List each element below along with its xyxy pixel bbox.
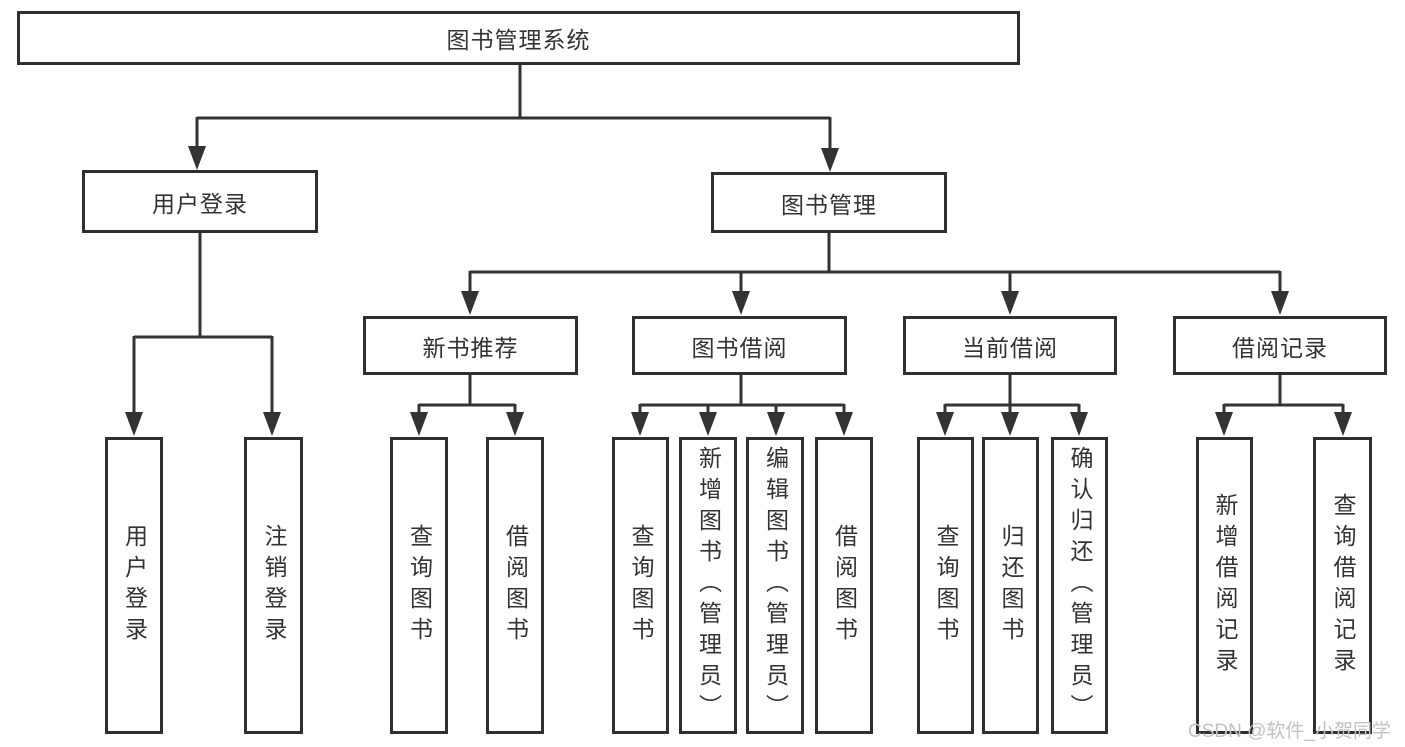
leaf-query-books-2: 查询图书 (612, 437, 669, 734)
edge-new-book-rec-children (410, 375, 524, 436)
leaf-add-book-admin: 新增图书（管理员） (679, 437, 737, 734)
leaf-user-login: 用户登录 (105, 437, 163, 734)
arrow-down-icon (1334, 412, 1352, 436)
node-borrow-records: 借阅记录 (1173, 316, 1387, 375)
arrow-down-icon (821, 148, 839, 172)
node-label: 查询借阅记录 (1330, 492, 1356, 679)
node-label: 查询图书 (406, 523, 433, 648)
arrow-down-icon (631, 412, 649, 436)
leaf-borrow-books-2: 借阅图书 (815, 437, 873, 734)
node-label: 借阅记录 (1232, 334, 1328, 361)
arrow-down-icon (936, 412, 954, 436)
arrow-down-icon (188, 146, 206, 170)
node-label: 查询图书 (628, 523, 654, 648)
node-label: 注销登录 (261, 523, 287, 648)
node-root: 图书管理系统 (17, 11, 1020, 65)
csdn-watermark: CSDN @软件_小贺同学 (1188, 721, 1391, 742)
node-label: 当前借阅 (962, 334, 1058, 361)
edge-root-to-level2 (188, 65, 839, 172)
node-label: 图书管理系统 (446, 27, 591, 53)
node-label: 归还图书 (998, 523, 1024, 648)
node-label: 图书管理 (781, 191, 877, 218)
node-label: 用户登录 (121, 523, 148, 648)
node-label: 确认归还（管理员） (1067, 446, 1093, 725)
arrow-down-icon (410, 412, 428, 436)
edge-book-mgmt-children (461, 233, 1289, 315)
edge-book-borrow-children (631, 375, 853, 436)
arrow-down-icon (461, 291, 479, 315)
arrow-down-icon (767, 412, 785, 436)
leaf-edit-book-admin: 编辑图书（管理员） (746, 437, 804, 734)
node-label: 用户登录 (152, 190, 248, 217)
arrow-down-icon (1215, 412, 1233, 436)
leaf-query-books-1: 查询图书 (390, 437, 448, 734)
node-book-borrow: 图书借阅 (632, 316, 847, 375)
arrow-down-icon (732, 291, 750, 315)
arrow-down-icon (835, 412, 853, 436)
leaf-logout: 注销登录 (244, 437, 303, 734)
node-book-mgmt: 图书管理 (711, 172, 947, 233)
leaf-query-borrow-record: 查询借阅记录 (1313, 437, 1372, 734)
edge-current-borrow-children (936, 375, 1088, 436)
node-current-borrow: 当前借阅 (903, 316, 1117, 375)
arrow-down-icon (1271, 291, 1289, 315)
arrow-down-icon (125, 412, 143, 436)
node-new-book-rec: 新书推荐 (363, 316, 578, 375)
node-label: 图书借阅 (691, 334, 788, 361)
node-label: 借阅图书 (502, 523, 529, 648)
edge-borrow-records-children (1215, 375, 1352, 436)
leaf-add-borrow-record: 新增借阅记录 (1196, 437, 1253, 734)
node-label: 新增图书（管理员） (695, 446, 722, 725)
node-label: 借阅图书 (831, 523, 858, 648)
node-label: 查询图书 (933, 523, 959, 648)
arrow-down-icon (699, 412, 717, 436)
leaf-confirm-return-admin: 确认归还（管理员） (1051, 437, 1108, 734)
node-label: 编辑图书（管理员） (762, 446, 789, 725)
leaf-borrow-books-1: 借阅图书 (486, 437, 544, 734)
arrow-down-icon (263, 412, 281, 436)
arrow-down-icon (1070, 412, 1088, 436)
node-user-login: 用户登录 (82, 170, 318, 233)
leaf-return-book: 归还图书 (982, 437, 1039, 734)
arrow-down-icon (506, 412, 524, 436)
arrow-down-icon (1001, 412, 1019, 436)
leaf-query-books-3: 查询图书 (917, 437, 974, 734)
arrow-down-icon (1001, 291, 1019, 315)
node-label: 新书推荐 (422, 334, 519, 361)
edge-user-login-children (125, 233, 281, 436)
node-label: 新增借阅记录 (1212, 492, 1238, 679)
